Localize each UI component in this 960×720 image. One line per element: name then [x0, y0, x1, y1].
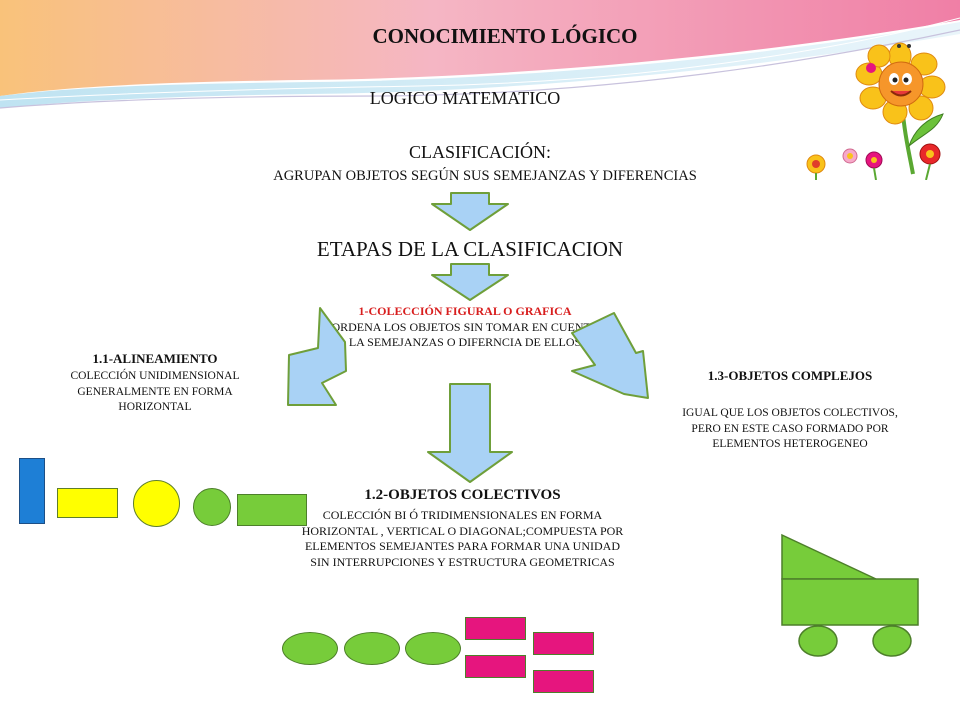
stage1-title: 1-COLECCIÓN FIGURAL O GRAFICA — [358, 304, 572, 318]
pink-rectangle-3 — [465, 655, 526, 678]
stage12-description: COLECCIÓN BI Ó TRIDIMENSIONALES EN FORMA… — [301, 508, 624, 569]
stage13-title: 1.3-OBJETOS COMPLEJOS — [707, 368, 873, 383]
green-ellipse-2 — [344, 632, 400, 665]
stage11-title: 1.1-ALINEAMIENTO — [92, 351, 218, 366]
flower-bee-clipart-icon — [855, 42, 946, 175]
classification-heading: CLASIFICACIÓN: — [408, 142, 551, 162]
subtitle: LOGICO MATEMATICO — [369, 88, 561, 108]
stage11-description: COLECCIÓN UNIDIMENSIONAL GENERALMENTE EN… — [70, 370, 240, 413]
blue-bar-shape — [19, 458, 45, 524]
stage13-description: IGUAL QUE LOS OBJETOS COLECTIVOS, PERO E… — [682, 407, 898, 450]
pink-rectangle-2 — [533, 632, 594, 655]
green-ellipse-3 — [405, 632, 461, 665]
page-title: CONOCIMIENTO LÓGICO — [372, 24, 638, 48]
classification-description: AGRUPAN OBJETOS SEGÚN SUS SEMEJANZAS Y D… — [273, 168, 697, 184]
stages-heading: ETAPAS DE LA CLASIFICACION — [316, 237, 624, 261]
pink-rectangle-4 — [533, 670, 594, 693]
green-ellipse-1 — [282, 632, 338, 665]
stage1-description: ORDENA LOS OBJETOS SIN TOMAR EN CUENTA L… — [331, 320, 599, 349]
stage12-title: 1.2-OBJETOS COLECTIVOS — [364, 487, 561, 503]
yellow-rectangle-shape — [57, 488, 118, 518]
green-circle-shape — [193, 488, 231, 526]
complex-object-cart — [781, 533, 919, 657]
yellow-circle-shape — [133, 480, 180, 527]
pink-rectangle-1 — [465, 617, 526, 640]
small-flowers-icon — [806, 143, 941, 180]
green-rectangle-shape — [237, 494, 307, 526]
